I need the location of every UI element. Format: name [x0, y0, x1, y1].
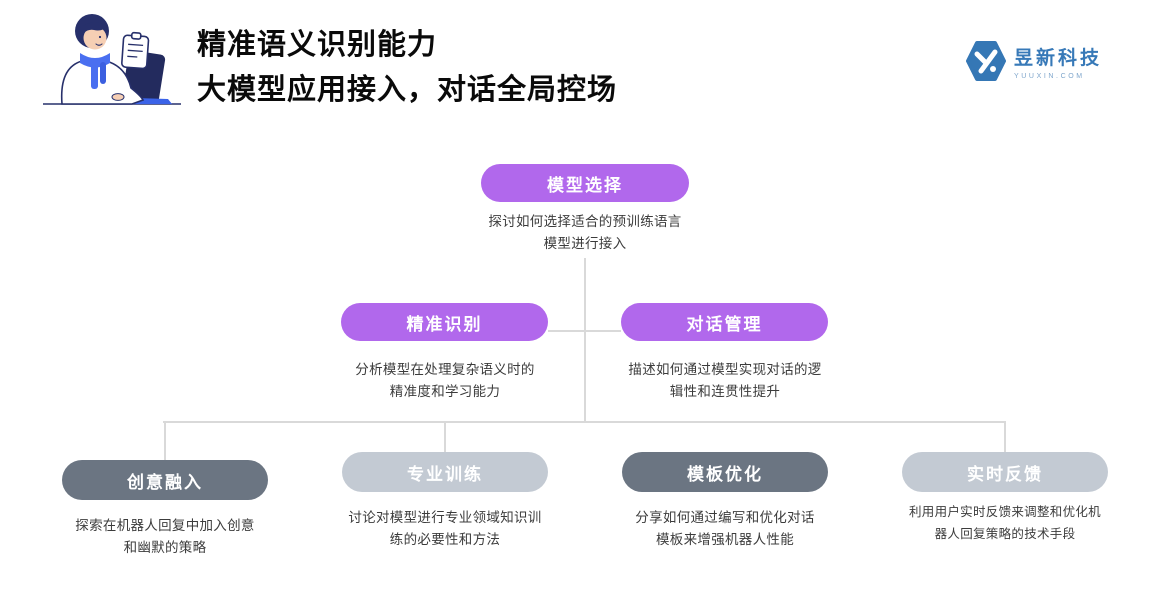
- connector-drop-feedback: [1004, 421, 1006, 452]
- title-line-1: 精准语义识别能力: [197, 29, 438, 61]
- person-smile: [95, 43, 103, 46]
- node-creative-integration-label: 创意融入: [127, 472, 203, 492]
- desc-line: 讨论对模型进行专业领域知识训: [348, 510, 542, 525]
- scarf-tail-2: [100, 62, 106, 84]
- desc-line: 描述如何通过模型实现对话的逻: [628, 362, 822, 377]
- connector-level3-horizontal: [163, 421, 1006, 423]
- node-realtime-feedback-desc: 利用用户实时反馈来调整和优化机 器人回复策略的技术手段: [880, 502, 1130, 545]
- brand-logo: 昱新科技 YUUXIN.COM: [966, 40, 1102, 82]
- node-professional-training-label: 专业训练: [407, 464, 483, 484]
- brand-name: 昱新科技: [1014, 47, 1103, 69]
- desc-line: 探索在机器人回复中加入创意: [75, 518, 255, 533]
- node-model-selection: 模型选择: [481, 164, 689, 202]
- brand-text: 昱新科技 YUUXIN.COM: [1014, 43, 1102, 80]
- node-accurate-recognition-desc: 分析模型在处理复杂语义时的 精准度和学习能力: [320, 359, 570, 402]
- desc-line: 器人回复策略的技术手段: [934, 526, 1076, 541]
- connector-root-vertical: [584, 258, 586, 422]
- desc-line: 和幽默的策略: [123, 539, 207, 555]
- desc-line: 探讨如何选择适合的预训练语言: [488, 214, 682, 229]
- page-title: 精准语义识别能力 大模型应用接入，对话全局控场: [197, 23, 617, 113]
- desc-line: 模型进行接入: [543, 235, 627, 251]
- person-laptop-illustration: [42, 6, 182, 114]
- hexagon-y-icon: [966, 41, 1006, 81]
- node-professional-training: 专业训练: [342, 452, 548, 492]
- clipboard-icon: [121, 31, 150, 70]
- node-template-optimization-label: 模板优化: [687, 464, 763, 484]
- person-hand: [111, 93, 125, 101]
- node-dialog-management-label: 对话管理: [686, 314, 763, 334]
- desc-line: 分享如何通过编写和优化对话: [635, 510, 815, 525]
- title-line-2: 大模型应用接入，对话全局控场: [197, 74, 618, 106]
- node-creative-integration-desc: 探索在机器人回复中加入创意 和幽默的策略: [40, 515, 290, 558]
- connector-level2-horizontal: [548, 330, 621, 332]
- node-accurate-recognition: 精准识别: [341, 303, 548, 341]
- connector-drop-training: [444, 421, 446, 452]
- node-model-selection-label: 模型选择: [547, 175, 623, 195]
- node-dialog-management: 对话管理: [621, 303, 828, 341]
- desc-line: 分析模型在处理复杂语义时的: [355, 362, 535, 377]
- desc-line: 练的必要性和方法: [389, 531, 501, 547]
- person-face: [83, 26, 107, 50]
- node-accurate-recognition-label: 精准识别: [406, 314, 483, 334]
- node-realtime-feedback-label: 实时反馈: [967, 464, 1043, 484]
- person-eye: [98, 35, 102, 39]
- connector-drop-creative: [164, 421, 166, 460]
- node-professional-training-desc: 讨论对模型进行专业领域知识训 练的必要性和方法: [320, 507, 570, 550]
- desc-line: 辑性和连贯性提升: [669, 383, 781, 399]
- desc-line: 精准度和学习能力: [389, 383, 501, 399]
- node-template-optimization: 模板优化: [622, 452, 828, 492]
- desc-line: 利用用户实时反馈来调整和优化机: [908, 505, 1101, 519]
- node-template-optimization-desc: 分享如何通过编写和优化对话 模板来增强机器人性能: [600, 507, 850, 550]
- person-laptop-illustration-svg: [43, 14, 181, 105]
- node-creative-integration: 创意融入: [62, 460, 268, 500]
- scarf-tail: [91, 62, 98, 89]
- node-dialog-management-desc: 描述如何通过模型实现对话的逻 辑性和连贯性提升: [600, 359, 850, 402]
- node-model-selection-desc: 探讨如何选择适合的预训练语言 模型进行接入: [460, 211, 710, 254]
- node-realtime-feedback: 实时反馈: [902, 452, 1108, 492]
- desc-line: 模板来增强机器人性能: [656, 531, 794, 547]
- brand-domain: YUUXIN.COM: [1014, 72, 1085, 80]
- person-fringe: [80, 22, 108, 33]
